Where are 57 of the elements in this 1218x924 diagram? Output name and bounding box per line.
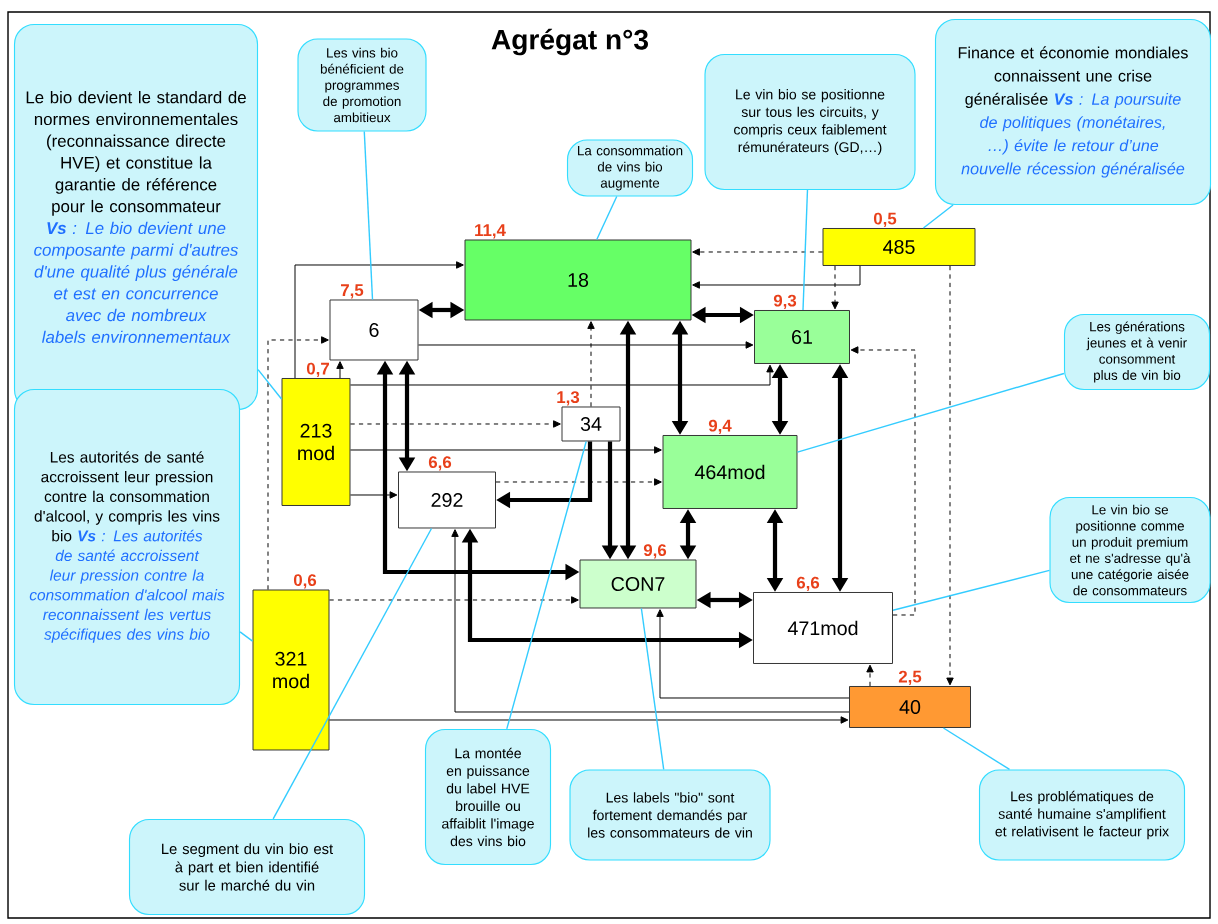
score-label: 0,7: [306, 362, 329, 377]
arrow: [495, 478, 662, 486]
variable-box: 213 mod: [281, 378, 351, 506]
score-label: 9,6: [643, 544, 667, 559]
arrow: [692, 248, 823, 256]
arrow: [350, 491, 398, 499]
score-label: 6,6: [796, 576, 820, 591]
variable-box: 18: [464, 239, 692, 321]
score-label: 0,5: [873, 212, 897, 227]
score-label: 9,4: [708, 419, 732, 434]
variable-box: 61: [754, 310, 850, 364]
arrow: [350, 420, 561, 428]
score-label: 11,4: [475, 224, 506, 239]
arrow: [866, 664, 874, 687]
arrow: [267, 336, 329, 590]
score-label: 0,6: [293, 574, 317, 589]
arrow: [831, 265, 839, 310]
speech-bubble: Le vin bio se positionne comme un produit premium et ne s'adresse qu'à une catégorie aisée de consommateurs: [1049, 496, 1211, 604]
variable-box: 471mod: [753, 592, 893, 664]
variable-box: 464mod: [662, 435, 798, 509]
variable-box: 321 mod: [252, 589, 330, 751]
score-label: 6,6: [428, 456, 452, 471]
arrow: [329, 596, 579, 604]
speech-bubble: Les autorités de santé accroissent leur pression contre la consommation d'alcool, y compris les vins bio Vs : Les autorités de santé accroissent leur pression contre la consommation d'alcool mais reconnaissent les vertus spécifiques des vins bio: [13, 388, 241, 706]
score-label: 2,5: [898, 670, 922, 685]
arrow: [350, 364, 774, 386]
score-label: 9,3: [773, 294, 797, 309]
variable-box: 485: [822, 228, 976, 266]
diagram-title: Agrégat n°3: [491, 28, 648, 56]
arrow: [587, 321, 595, 407]
variable-box: 6: [329, 299, 419, 361]
score-label: 1,3: [557, 391, 580, 406]
arrow: [350, 446, 662, 454]
arrow: [336, 361, 344, 379]
speech-bubble: La montée en puissance du label HVE brouille ou affaiblit l'image des vins bio: [424, 728, 552, 866]
arrow: [656, 609, 850, 699]
score-label: 7,5: [341, 284, 364, 299]
variable-box: 292: [398, 471, 496, 529]
arrow: [692, 265, 861, 289]
arrow: [850, 346, 916, 616]
speech-bubble: Le bio devient le standard de normes environnementales (reconnaissance directe HVE) et constitue la garantie de référence pour le consommateur Vs : Le bio devient une composante parmi d'autres d'une qualité plus générale et est en concurrence avec de nombreux labels environnementaux: [13, 23, 259, 411]
variable-box: CON7: [579, 559, 697, 609]
speech-bubble: Les labels "bio" sont fortement demandés par les consommateurs de vin: [569, 769, 771, 861]
speech-bubble: Les vins bio bénéficient de programmes de promotion ambitieux: [297, 38, 427, 132]
speech-bubble: Les problématiques de santé humaine s'amplifient et relativisent le facteur prix: [978, 769, 1186, 861]
variable-box: 40: [849, 686, 971, 728]
variable-box: 34: [561, 406, 621, 442]
speech-bubble: Les générations jeunes et à venir consomment plus de vin bio: [1063, 313, 1211, 391]
arrow: [329, 716, 849, 724]
speech-bubble: Finance et économie mondiales connaissent une crise généralisée Vs : La poursuite de politiques (monétaires, …) évite le retour d’une nouvelle récession généralisée: [934, 18, 1212, 206]
speech-bubble: La consommation de vins bio augmente: [566, 139, 694, 197]
speech-bubble: Le segment du vin bio est à part et bien identifié sur le marché du vin: [128, 818, 366, 916]
arrow: [418, 341, 754, 349]
arrow: [294, 261, 464, 379]
speech-bubble: Le vin bio se positionne sur tous les circuits, y compris ceux faiblement rémunérateurs (GD,…): [704, 53, 916, 191]
arrow: [946, 265, 954, 686]
arrow: [451, 529, 850, 713]
